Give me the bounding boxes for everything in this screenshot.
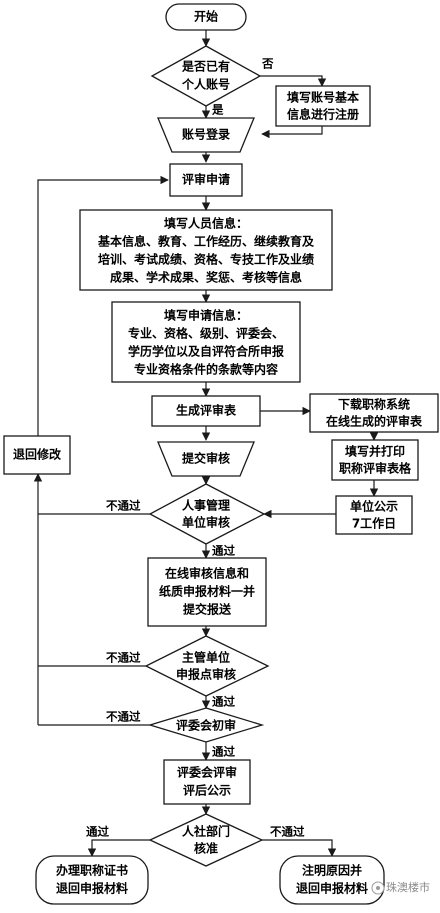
hr-review-line-1: 人事管理: [182, 498, 230, 513]
watermark: 珠澳楼市: [371, 880, 430, 895]
apply-label: 评审申请: [182, 172, 230, 187]
return-modify-box: 退回修改: [3, 435, 71, 475]
state-reasons-line-1: 注明原因并: [302, 863, 362, 878]
authority-review-line-2: 申报点审核: [176, 667, 236, 682]
committee-review-line-2: 评后公示: [183, 783, 231, 798]
edge-label-yes: 是: [211, 103, 224, 117]
committee-review-box: 评委会评审 评后公示: [163, 759, 251, 805]
login-step: 账号登录: [157, 117, 255, 153]
print-form-line-1: 填写并打印: [345, 444, 405, 459]
edge-label-hr-fail: 不通过: [106, 499, 141, 513]
authority-review-line-1: 主管单位: [182, 650, 230, 665]
arrow-register-to-login: [261, 126, 323, 139]
personal-info-line-3: 培训、考试成绩、资格、专技工作及业绩: [98, 252, 314, 267]
register-box: 填写账号基本 信息进行注册: [275, 85, 371, 127]
hrss-approval-line-2: 核准: [194, 841, 218, 856]
hr-review-decision: 人事管理 单位审核: [148, 483, 266, 545]
state-reasons-terminal: 注明原因并 退回申报材料: [279, 855, 385, 905]
edge-label-committee-pass: 通过: [212, 745, 235, 759]
application-info-line-2: 专业、资格、级别、评委会、: [128, 326, 284, 341]
hrss-approval-decision: 人社部门 核准: [148, 813, 264, 867]
connectors: [33, 30, 379, 857]
arrow-pass-to-certificate: [87, 839, 150, 857]
committee-prelim-decision: 评委会初审: [147, 707, 265, 743]
edge-label-no: 否: [261, 57, 274, 71]
application-info-box: 填写申请信息： 专业、资格、级别、评委会、 学历学位以及自评符合所申报 专业资格…: [111, 301, 301, 383]
committee-review-line-1: 评委会评审: [177, 765, 237, 780]
personal-info-line-2: 基本信息、教育、工作经历、继续教育及: [97, 234, 315, 249]
arrow-no-to-register: [260, 75, 327, 87]
print-form-line-2: 职称评审表格: [339, 461, 412, 476]
application-info-line-4: 专业资格条件的条款等内容: [134, 362, 278, 377]
unit-publicity-line-2: 7工作日: [352, 516, 396, 531]
personal-info-line-4: 成果、学术成果、奖惩、考核等信息: [110, 270, 302, 285]
submit-review-label: 提交审核: [182, 451, 230, 466]
edge-label-committee-fail: 不通过: [106, 710, 141, 724]
personal-info-line-1: 填写人员信息：: [164, 216, 248, 231]
committee-prelim-label: 评委会初审: [176, 718, 236, 733]
start-label: 开始: [194, 9, 218, 24]
arrow-modify-to-apply: [37, 175, 169, 436]
unit-publicity-line-1: 单位公示: [350, 499, 398, 514]
watermark-text: 珠澳楼市: [386, 880, 430, 894]
register-line-1: 填写账号基本: [287, 90, 359, 105]
edge-label-authority-fail: 不通过: [106, 651, 141, 665]
issue-certificate-line-1: 办理职称证书: [56, 863, 128, 878]
hrss-approval-line-1: 人社部门: [182, 824, 230, 839]
online-submit-line-1: 在线审核信息和: [165, 566, 249, 581]
application-info-line-3: 学历学位以及自评符合所申报: [128, 344, 284, 359]
login-label: 账号登录: [182, 127, 230, 142]
edge-label-final-pass: 通过: [86, 825, 109, 839]
return-modify-label: 退回修改: [13, 447, 62, 462]
download-form-box: 下载职称系统 在线生成的评审表: [309, 393, 439, 433]
has-account-decision: 是否已有 个人账号: [150, 45, 262, 107]
application-info-line-1: 填写申请信息：: [164, 308, 248, 323]
arrow-fail-to-reasons: [262, 839, 337, 857]
generate-form-label: 生成评审表: [176, 403, 237, 418]
hr-review-line-2: 单位审核: [182, 515, 230, 530]
online-submit-box: 在线审核信息和 纸质申报材料一并 提交报送: [147, 557, 267, 627]
edge-labels: 否 是 不通过 通过 不通过 通过 不通过 通过 通过 不通过: [86, 57, 305, 839]
has-account-line-1: 是否已有: [181, 59, 230, 74]
register-line-2: 信息进行注册: [287, 107, 359, 122]
apply-box: 评审申请: [169, 163, 243, 197]
issue-certificate-line-2: 退回申报材料: [56, 881, 128, 896]
edge-label-hr-pass: 通过: [212, 544, 235, 558]
edge-label-final-fail: 不通过: [270, 825, 305, 839]
has-account-line-2: 个人账号: [181, 77, 230, 92]
issue-certificate-terminal: 办理职称证书 退回申报材料: [35, 855, 149, 905]
download-form-line-1: 下载职称系统: [338, 397, 410, 412]
online-submit-line-2: 纸质申报材料一并: [159, 584, 255, 599]
print-form-box: 填写并打印 职称评审表格: [331, 439, 419, 481]
generate-form-box: 生成评审表: [151, 395, 261, 427]
unit-publicity-box: 单位公示 7工作日: [335, 495, 413, 535]
state-reasons-line-2: 退回申报材料: [296, 881, 368, 896]
download-form-line-2: 在线生成的评审表: [326, 414, 423, 429]
authority-review-decision: 主管单位 申报点审核: [144, 635, 270, 697]
submit-review-step: 提交审核: [157, 441, 255, 477]
edge-label-authority-pass: 通过: [212, 695, 235, 709]
online-submit-line-3: 提交报送: [183, 602, 232, 617]
personal-info-box: 填写人员信息： 基本信息、教育、工作经历、继续教育及 培训、考试成绩、资格、专技…: [79, 209, 333, 291]
watermark-icon-dot: [376, 886, 380, 890]
start-terminal: 开始: [165, 3, 247, 31]
